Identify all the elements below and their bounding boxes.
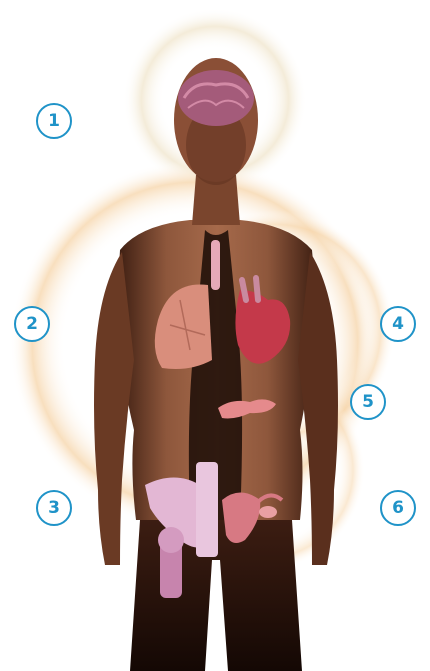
marker-2[interactable]: 2 <box>14 306 50 342</box>
marker-3-label: 3 <box>48 500 60 517</box>
trachea <box>211 240 220 290</box>
marker-6-label: 6 <box>392 500 404 517</box>
marker-3[interactable]: 3 <box>36 490 72 526</box>
marker-5[interactable]: 5 <box>350 384 386 420</box>
marker-1[interactable]: 1 <box>36 103 72 139</box>
body-silhouette <box>94 58 338 671</box>
marker-5-label: 5 <box>362 394 374 411</box>
marker-2-label: 2 <box>26 316 38 333</box>
marker-6[interactable]: 6 <box>380 490 416 526</box>
marker-4[interactable]: 4 <box>380 306 416 342</box>
marker-4-label: 4 <box>392 316 404 333</box>
marker-1-label: 1 <box>48 113 60 130</box>
brain-organ <box>178 70 254 126</box>
